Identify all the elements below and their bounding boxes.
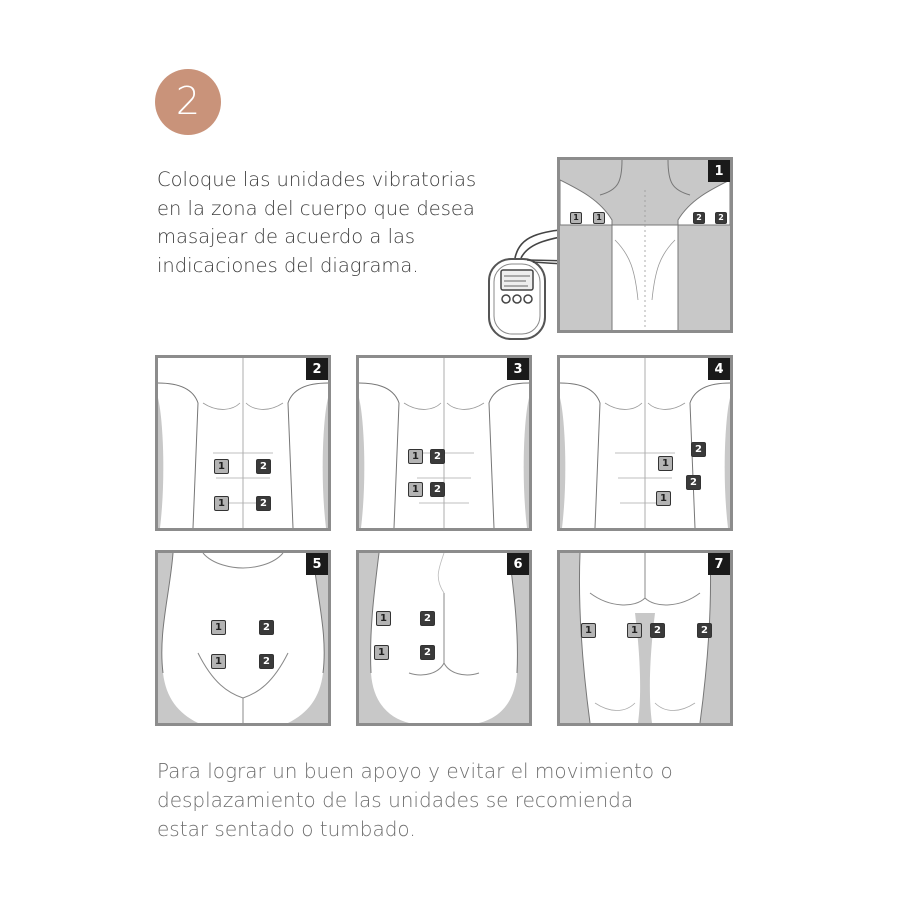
thighs-back-illustration [560,553,730,723]
step-number-badge: 2 [155,69,221,135]
pad-2: 2 [256,459,271,474]
massager-device-illustration [486,256,550,346]
step-number: 2 [175,79,201,123]
pad-2: 2 [420,611,435,626]
pad-2: 2 [256,496,271,511]
pad-1: 1 [593,212,605,224]
panel-number: 4 [708,358,730,380]
pad-1: 1 [214,496,229,511]
intro-text: Coloque las unidades vibratorias en la z… [157,166,537,280]
pad-1: 1 [581,623,596,638]
footer-line: estar sentado o tumbado. [157,817,416,841]
abdomen-illustration [158,358,328,528]
panel-number: 2 [306,358,328,380]
pad-2: 2 [691,442,706,457]
lower-abdomen-illustration [158,553,328,723]
footer-line: desplazamiento de las unidades se recomi… [157,788,634,812]
diagram-panel-7: 1 1 2 2 7 [557,550,733,726]
diagram-panel-1: 1 1 2 2 1 [557,157,733,333]
intro-line: indicaciones del diagrama. [157,253,419,277]
pad-1: 1 [214,459,229,474]
abdomen-side-illustration [560,358,730,528]
lower-back-illustration [359,553,529,723]
pad-1: 1 [570,212,582,224]
intro-line: masajear de acuerdo a las [157,225,416,248]
panel-number: 5 [306,553,328,575]
pad-1: 1 [211,620,226,635]
pad-2: 2 [650,623,665,638]
diagram-panel-6: 1 2 1 2 6 [356,550,532,726]
footer-line: Para lograr un buen apoyo y evitar el mo… [157,759,673,783]
diagram-panel-4: 2 1 2 1 4 [557,355,733,531]
diagram-panel-5: 1 2 1 2 5 [155,550,331,726]
pad-2: 2 [420,645,435,660]
panel-number: 6 [507,553,529,575]
device-icon [488,258,546,340]
pad-1: 1 [627,623,642,638]
intro-line: en la zona del cuerpo que desea [157,196,475,220]
upper-back-illustration [560,160,730,330]
pad-1: 1 [656,491,671,506]
pad-1: 1 [376,611,391,626]
pad-1: 1 [658,456,673,471]
panel-number: 7 [708,553,730,575]
pad-2: 2 [686,475,701,490]
pad-2: 2 [430,449,445,464]
pad-1: 1 [408,449,423,464]
intro-line: Coloque las unidades vibratorias [157,168,477,191]
pad-2: 2 [259,654,274,669]
pad-1: 1 [408,482,423,497]
footer-text: Para lograr un buen apoyo y evitar el mo… [157,757,777,844]
pad-2: 2 [259,620,274,635]
pad-1: 1 [374,645,389,660]
pad-2: 2 [430,482,445,497]
diagram-panel-2: 1 2 1 2 2 [155,355,331,531]
pad-2: 2 [715,212,727,224]
abdomen-center-illustration [359,358,529,528]
pad-1: 1 [211,654,226,669]
diagram-panel-3: 1 2 1 2 3 [356,355,532,531]
pad-2: 2 [693,212,705,224]
panel-number: 3 [507,358,529,380]
panel-number: 1 [708,160,730,182]
pad-2: 2 [697,623,712,638]
